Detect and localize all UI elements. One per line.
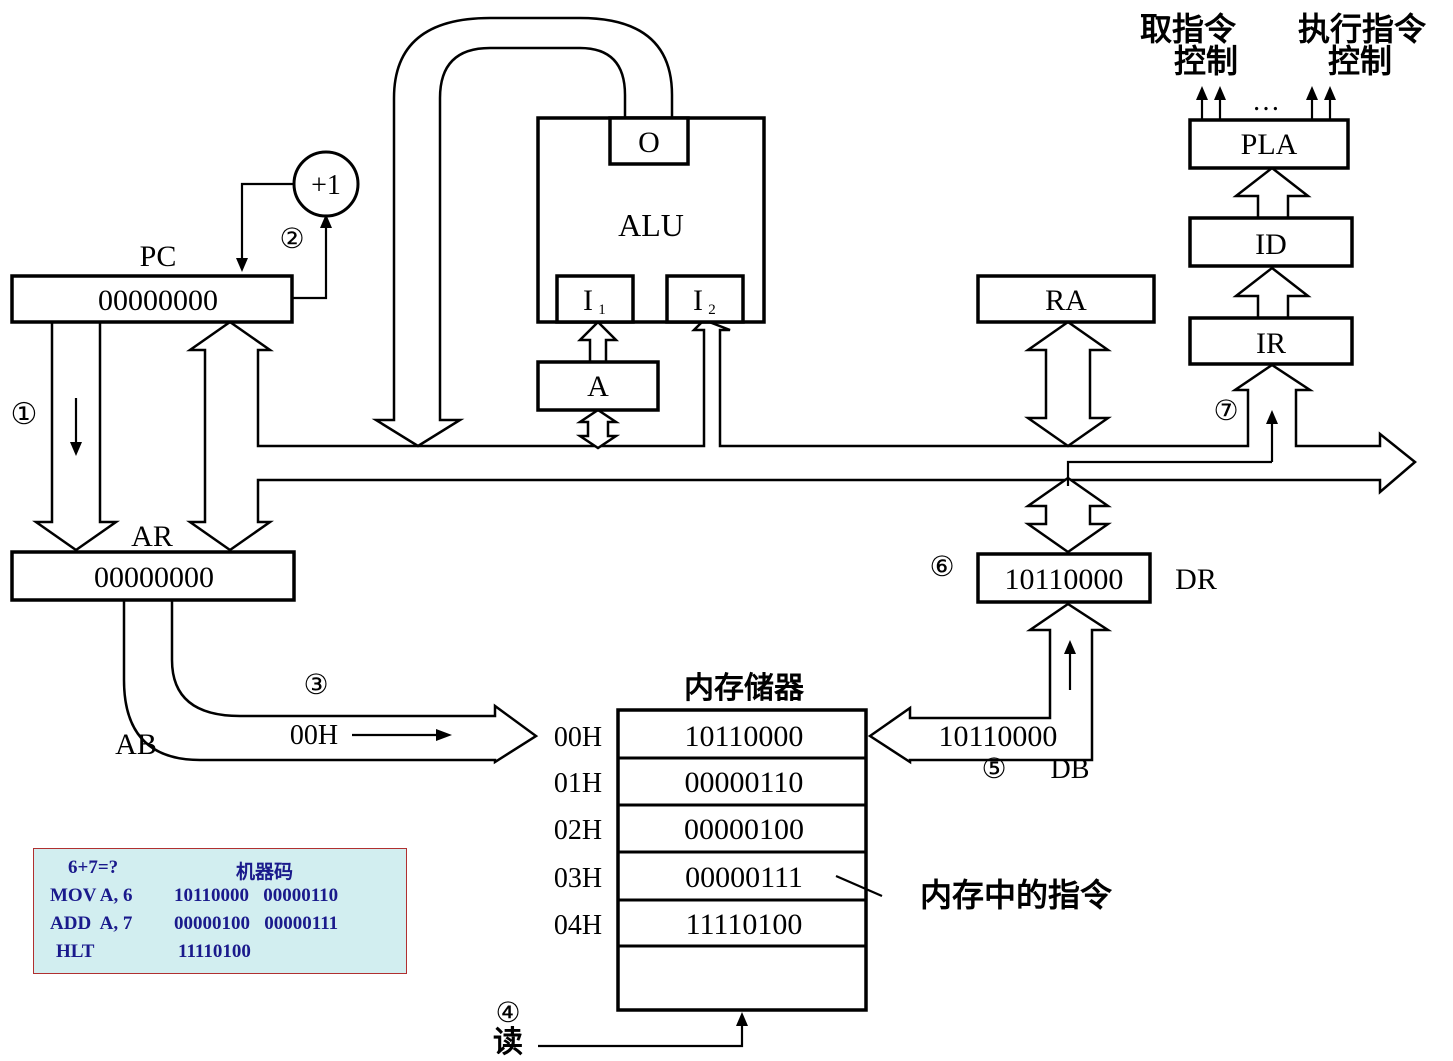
- pla-label: PLA: [1241, 128, 1298, 161]
- ab-label: AB: [115, 728, 157, 761]
- step-5-marker: ⑤: [981, 754, 1006, 785]
- step-7-marker: ⑦: [1213, 396, 1238, 427]
- fetch-control-word: 控制: [1174, 43, 1238, 79]
- memory-addr: 03H: [554, 863, 602, 894]
- alu-in2-sub: 2: [708, 302, 716, 318]
- step-4-marker: ④: [495, 998, 520, 1029]
- ir-register: [1188, 316, 1354, 366]
- a-to-i1-arrow: [576, 320, 620, 364]
- alu-feedback-bus: [371, 16, 674, 448]
- code-instr: ADD A, 7: [50, 913, 133, 934]
- ab-value: 00H: [290, 720, 338, 751]
- dr-label: DR: [1175, 563, 1217, 596]
- memory-note-pointer: [835, 874, 883, 898]
- memory-addr: 04H: [554, 910, 602, 941]
- db-value: 10110000: [939, 720, 1058, 753]
- code-instr: MOV A, 6: [50, 885, 133, 906]
- inc-to-pc-line: [240, 182, 294, 264]
- alu-in2-label: I: [693, 284, 703, 317]
- memory-value: 00000111: [685, 861, 803, 894]
- step-6-marker: ⑥: [929, 552, 954, 583]
- memory-title: 内存储器: [684, 672, 805, 705]
- exec-control-label: 执行指令: [1298, 11, 1427, 47]
- read-label: 读: [493, 1026, 523, 1059]
- id-label: ID: [1255, 228, 1287, 261]
- pla-ellipsis: …: [1252, 86, 1280, 117]
- alu-label: ALU: [618, 207, 684, 243]
- ar-value: 00000000: [94, 561, 214, 594]
- code-instr: HLT: [56, 941, 95, 962]
- register-a-label: A: [587, 370, 609, 403]
- memory-value: 11110100: [686, 908, 803, 941]
- memory-addr: 00H: [554, 722, 602, 753]
- alu-output-port: [608, 116, 690, 166]
- a-bus-link: [575, 408, 621, 450]
- code-machine: 10110000 00000110: [174, 885, 339, 906]
- memory-value: 00000100: [684, 813, 804, 846]
- exec-control-word: 控制: [1328, 43, 1392, 79]
- alu-input2-port: [665, 274, 745, 324]
- id-to-pla-arrow: [1232, 166, 1312, 220]
- code-header-right: 机器码: [236, 862, 294, 883]
- code-header-left: 6+7=?: [68, 857, 119, 878]
- alu-in1-sub: 1: [598, 302, 606, 318]
- memory-addr: 02H: [554, 815, 602, 846]
- ra-bus-link: [1024, 320, 1112, 448]
- memory-value: 10110000: [685, 720, 804, 753]
- db-label: DB: [1051, 754, 1090, 785]
- ra-register: [976, 274, 1156, 324]
- ar-label: AR: [131, 520, 173, 553]
- id-decoder: [1188, 216, 1354, 268]
- memory-block: [616, 708, 868, 1012]
- dr-main-bus-link: [1024, 476, 1112, 554]
- memory-note: 内存中的指令: [920, 877, 1113, 913]
- alu-in1-label: I: [583, 284, 593, 317]
- code-machine: 00000100 00000111: [174, 913, 339, 934]
- code-machine: 11110100: [178, 941, 251, 962]
- dr-value: 10110000: [1005, 563, 1124, 596]
- step-1-marker: ①: [11, 398, 38, 431]
- alu-output-label: O: [638, 126, 660, 159]
- memory-value: 00000110: [685, 766, 804, 799]
- address-bus: [122, 598, 539, 765]
- pc-to-inc-line: [292, 222, 328, 300]
- ir-to-id-arrow: [1232, 266, 1312, 320]
- alu-input1-port: [555, 274, 635, 324]
- memory-addr: 01H: [554, 768, 602, 799]
- step-3-marker: ③: [303, 670, 328, 701]
- step-2-marker: ②: [279, 224, 304, 255]
- pla-output-arrows: [1196, 86, 1336, 120]
- ra-label: RA: [1045, 284, 1087, 317]
- memory-rows: 00H 10110000 01H 00000110 02H 00000100 0…: [554, 720, 804, 941]
- read-signal-line: [538, 1022, 744, 1048]
- pc-register: [10, 274, 294, 324]
- register-a: [536, 360, 660, 412]
- pc-label: PC: [140, 240, 177, 273]
- pc-value: 00000000: [98, 284, 218, 317]
- ir-label: IR: [1256, 327, 1286, 360]
- memory-dr-bus: [867, 602, 1113, 765]
- dr-register: [976, 552, 1152, 604]
- plus-one-label: +1: [311, 170, 341, 201]
- fetch-control-label: 取指令: [1140, 11, 1237, 47]
- code-table: 6+7=? 机器码 MOV A, 6 10110000 00000110 ADD…: [33, 848, 407, 974]
- pla-block: [1188, 118, 1350, 170]
- ar-register: [10, 550, 296, 602]
